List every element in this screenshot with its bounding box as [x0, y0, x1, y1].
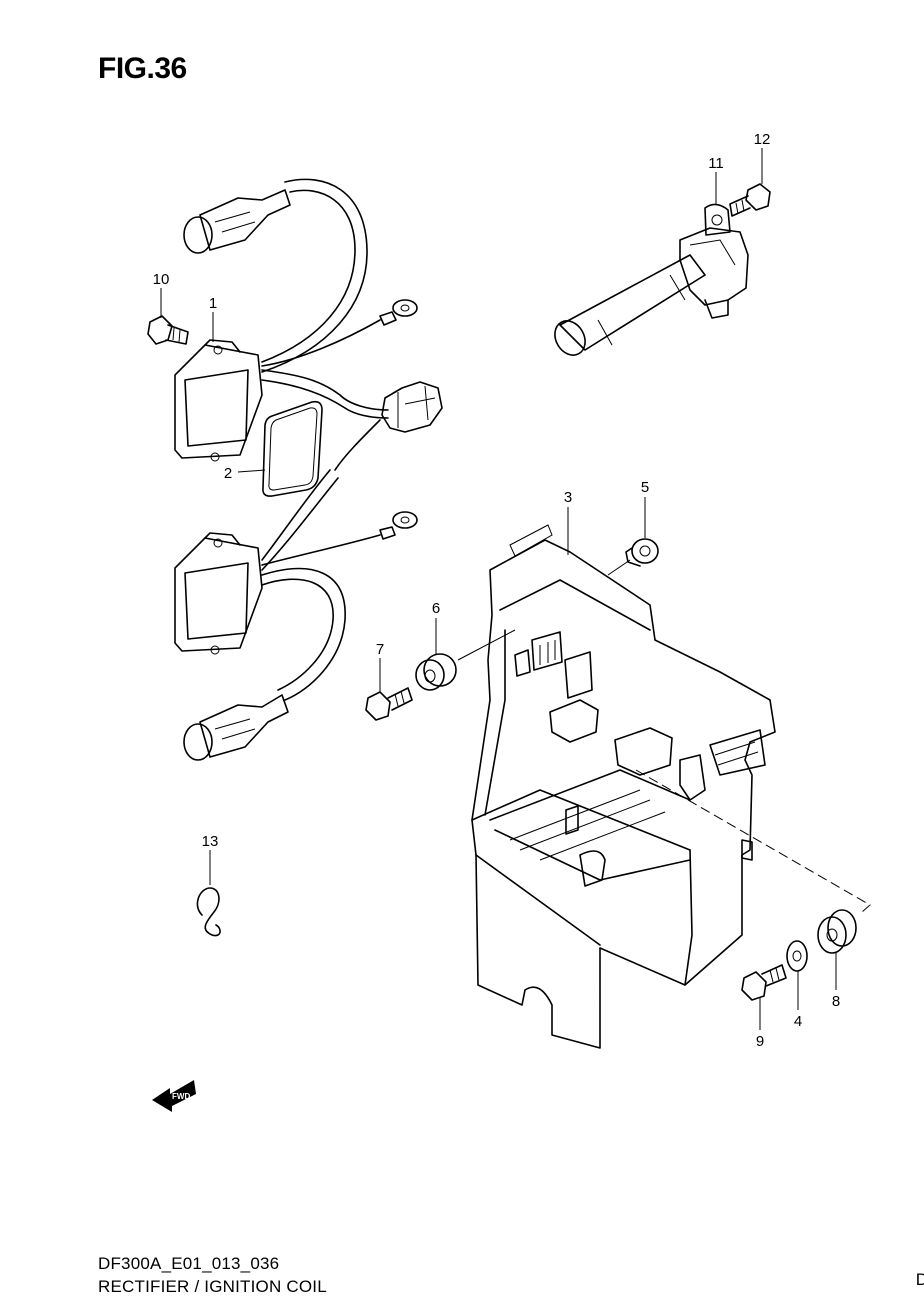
callout-10: 10 — [153, 271, 170, 288]
coupler[interactable] — [334, 381, 443, 471]
diagram-name: RECTIFIER / IGNITION COIL — [98, 1277, 327, 1296]
callout-labels: 1 2 3 4 5 6 7 8 9 10 11 12 13 — [153, 131, 841, 1050]
callout-11: 11 — [708, 155, 724, 172]
callout-6: 6 — [432, 600, 440, 617]
figure-title: FIG.36 — [98, 52, 187, 85]
leader-lines — [160, 148, 871, 1030]
bolt-7[interactable] — [365, 687, 413, 721]
bolt-12[interactable] — [729, 183, 771, 217]
callout-8: 8 — [832, 993, 840, 1010]
edge-mark: D — [915, 1270, 924, 1289]
diagram-code: DF300A_E01_013_036 — [98, 1254, 280, 1273]
callout-13: 13 — [202, 833, 219, 850]
gasket[interactable] — [262, 400, 323, 497]
bolt-9[interactable] — [741, 964, 787, 1001]
callout-4: 4 — [794, 1013, 802, 1030]
grommet-6[interactable] — [415, 653, 457, 691]
grommet-5[interactable] — [625, 538, 659, 567]
callout-12: 12 — [754, 131, 771, 148]
callout-9: 9 — [756, 1033, 764, 1050]
washer-4[interactable] — [786, 940, 808, 972]
callout-1: 1 — [209, 295, 217, 312]
bracket-housing[interactable] — [471, 524, 776, 1049]
clip-13[interactable] — [196, 887, 221, 937]
callout-2: 2 — [224, 465, 232, 482]
callout-5: 5 — [641, 479, 649, 496]
ignition-coil[interactable] — [549, 203, 749, 360]
callout-3: 3 — [564, 489, 572, 506]
rectifier-lower[interactable] — [174, 469, 418, 761]
bolt-10[interactable] — [147, 315, 189, 345]
fwd-label: FWD — [172, 1092, 190, 1101]
grommet-8[interactable] — [817, 909, 857, 954]
callout-7: 7 — [376, 641, 384, 658]
fwd-arrow-icon: FWD — [152, 1080, 196, 1112]
rectifier-upper[interactable] — [174, 178, 418, 462]
